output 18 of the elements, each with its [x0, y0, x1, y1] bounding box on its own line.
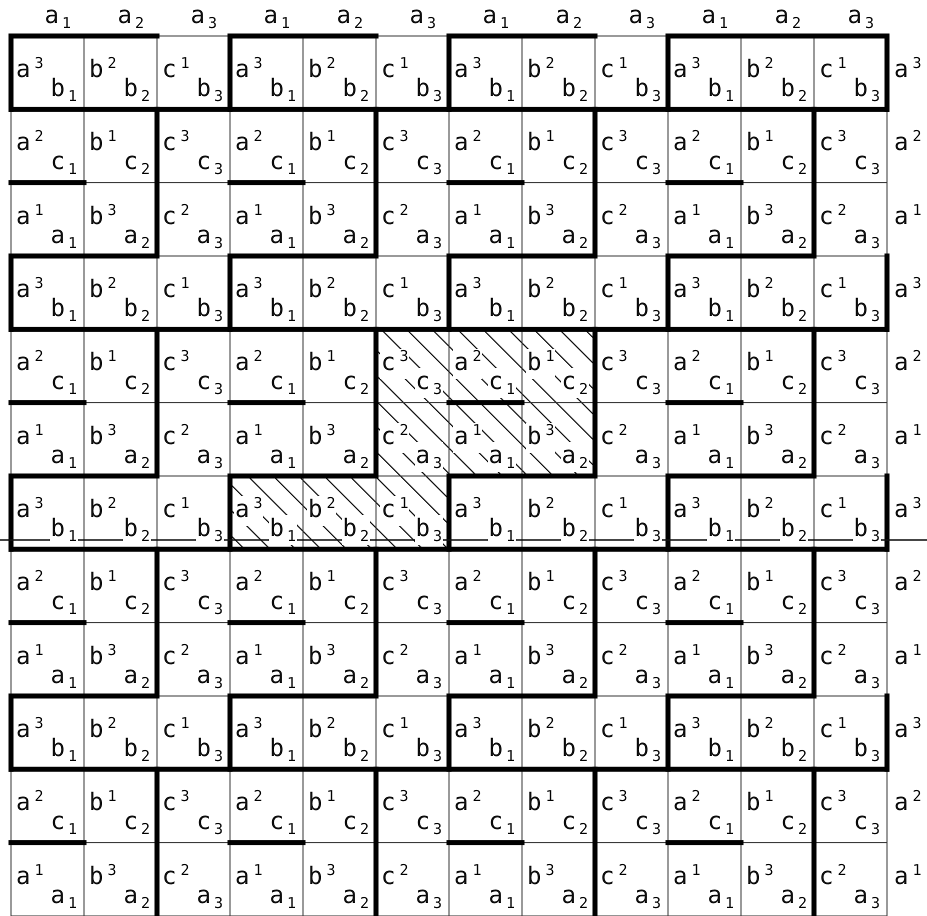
cell-label: a$_{3}$	[414, 442, 443, 472]
cell-label: b$_{3}$	[414, 514, 443, 545]
cell-label: c$_{1}$	[488, 368, 516, 398]
cell-label: b$_{1}$	[268, 514, 297, 545]
cell-label: b$^{2}$	[307, 496, 336, 526]
cell-label: b$^{1}$	[526, 349, 556, 380]
cell-label: c$_{2}$	[560, 368, 589, 398]
cell-label: b$_{2}$	[342, 514, 370, 545]
cell-label: b$^{3}$	[526, 422, 556, 453]
cell-label: a$_{1}$	[488, 442, 516, 472]
cell-label: c$_{3}$	[414, 368, 443, 398]
cell-label: c$^{1}$	[380, 496, 410, 526]
cell-label: a$^{3}$	[234, 496, 264, 526]
cell-label: a$^{1}$	[453, 422, 482, 453]
cell-label: c$^{2}$	[380, 422, 410, 453]
cell-label: a$^{2}$	[453, 349, 482, 380]
cell-label: a$_{2}$	[560, 442, 589, 472]
cell-label: c$^{3}$	[380, 349, 410, 380]
